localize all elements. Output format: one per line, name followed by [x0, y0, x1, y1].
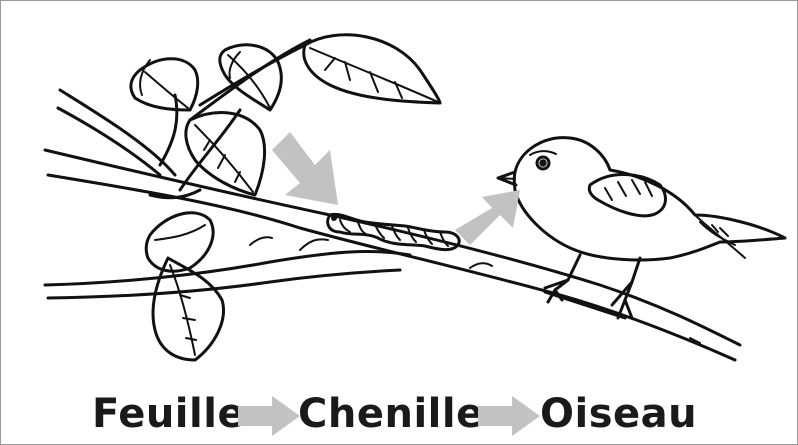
pointer-arrows — [272, 132, 520, 245]
arrow-right-icon — [478, 396, 540, 436]
chain-step-bird: Oiseau — [540, 388, 697, 440]
arrow-diagonal-icon — [455, 190, 520, 245]
arrow-diagonal-icon — [272, 132, 338, 205]
arrow-right-icon — [238, 396, 300, 436]
chain-step-caterpillar: Chenille — [298, 388, 484, 440]
food-chain-caption: Feuille Chenille Oiseau — [0, 388, 798, 440]
chain-step-leaf: Feuille — [92, 388, 245, 440]
